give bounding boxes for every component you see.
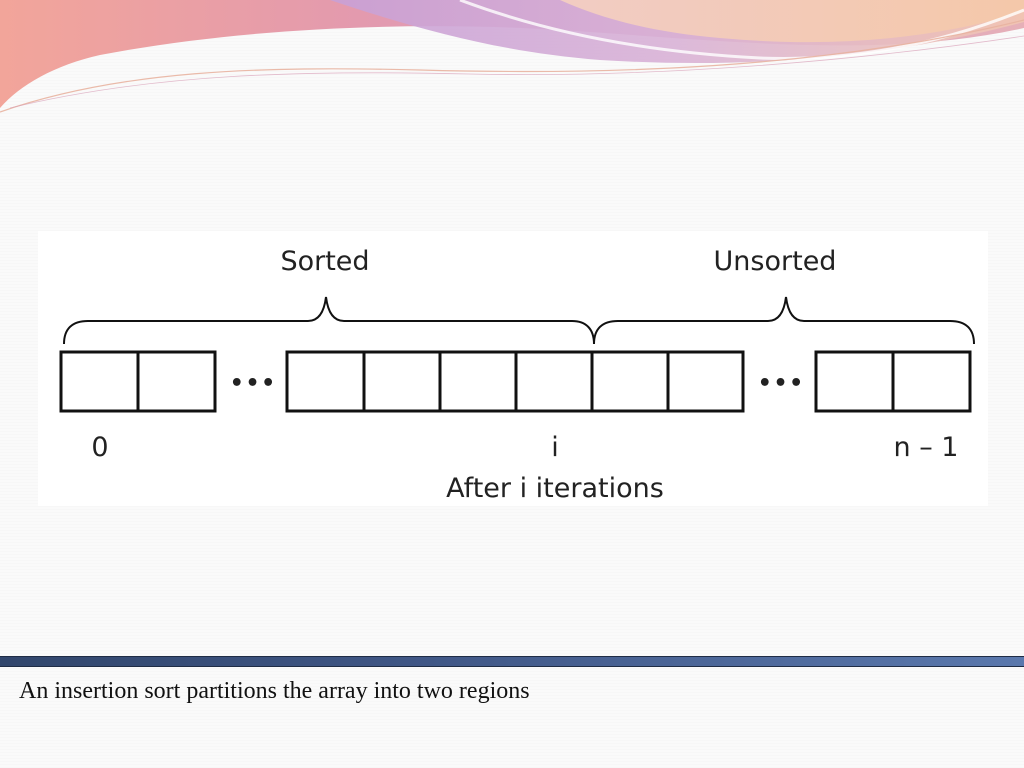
ellipsis-right: • • • (758, 371, 801, 396)
ellipsis-left: • • • (230, 371, 273, 396)
slide-caption: An insertion sort partitions the array i… (19, 678, 530, 704)
array-diagram: • • • • • • Sorted Unsorted 0 i n – 1 Af… (59, 246, 975, 504)
sorted-label: Sorted (280, 246, 369, 277)
array-cell (590, 350, 670, 413)
decorative-banner (0, 0, 1024, 113)
unsorted-brace (593, 296, 975, 345)
array-cell (285, 350, 366, 413)
array-cell (438, 350, 518, 413)
banner-white-streak (459, 0, 1024, 60)
index-end-label: n – 1 (894, 432, 959, 463)
array-cell (59, 350, 140, 413)
caption-divider-bar (0, 656, 1024, 667)
index-i-label: i (551, 432, 559, 463)
array-cell (814, 350, 895, 413)
unsorted-label: Unsorted (714, 246, 837, 277)
array-cell (514, 350, 594, 413)
array-cell (136, 350, 217, 413)
array-cell (362, 350, 442, 413)
array-cell (891, 350, 972, 413)
banner-thin-line (0, 19, 1024, 113)
array-cells (59, 350, 972, 413)
banner-thin-line-2 (9, 35, 1024, 109)
diagram-panel: • • • • • • Sorted Unsorted 0 i n – 1 Af… (38, 231, 988, 506)
sorted-brace (63, 296, 595, 345)
index-start-label: 0 (91, 432, 108, 463)
banner-peach-band (560, 0, 1024, 43)
iteration-note: After i iterations (446, 473, 664, 504)
array-cell (666, 350, 745, 413)
